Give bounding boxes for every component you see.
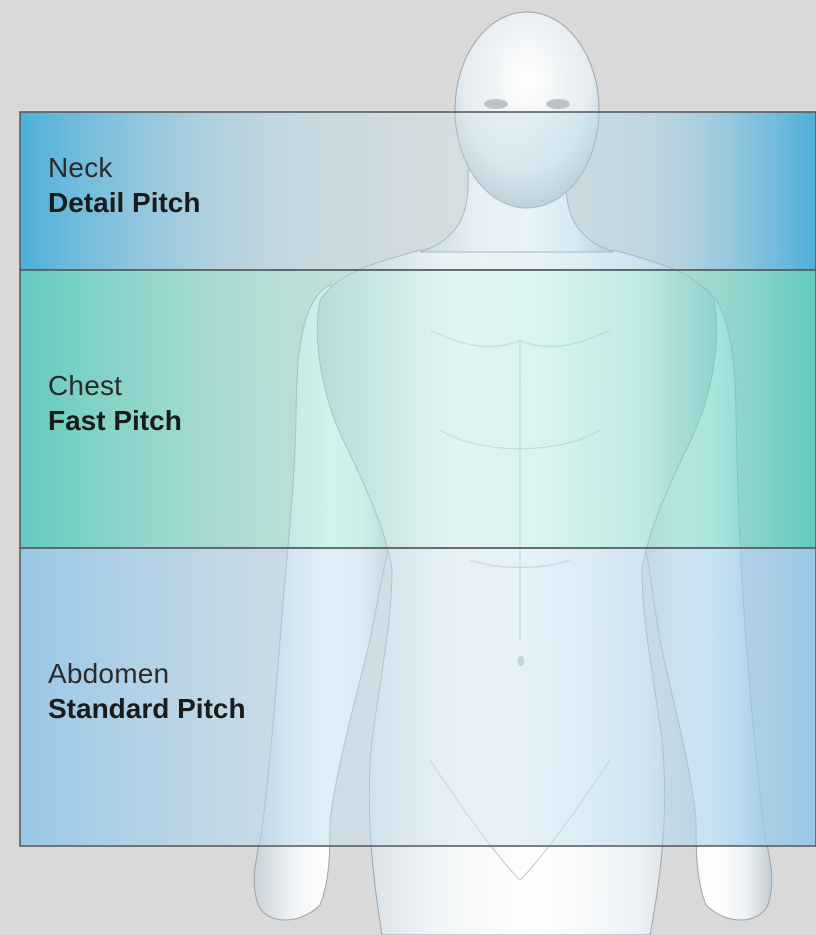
pitch-label: Fast Pitch: [48, 403, 182, 438]
pitch-label: Standard Pitch: [48, 691, 246, 726]
zone-label-abdomen: Abdomen Standard Pitch: [48, 656, 246, 726]
pitch-label: Detail Pitch: [48, 185, 200, 220]
region-label: Chest: [48, 368, 182, 403]
region-label: Abdomen: [48, 656, 246, 691]
scan-zones: [20, 112, 816, 846]
zone-label-neck: Neck Detail Pitch: [48, 150, 200, 220]
zone-label-chest: Chest Fast Pitch: [48, 368, 182, 438]
region-label: Neck: [48, 150, 200, 185]
